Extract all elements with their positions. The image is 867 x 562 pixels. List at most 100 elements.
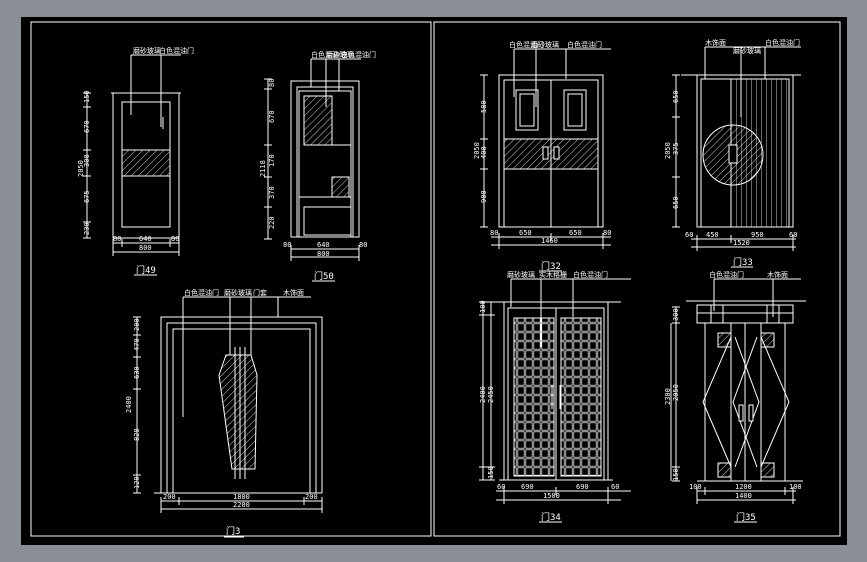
door-35-height-2: 2050 (672, 384, 680, 401)
door-33-width-3: 950 (751, 231, 764, 239)
door-32-width-3: 650 (569, 229, 582, 237)
door-35-elevation (670, 278, 806, 504)
door-34-height-1: 100 (479, 300, 487, 313)
door-35-callout-1: 白色混油门 (709, 270, 744, 279)
door-34-width-1: 60 (497, 483, 505, 491)
door-49-width-total: 800 (139, 244, 152, 252)
door-49-width-3: 80 (171, 235, 179, 243)
door-34-callout-3: 白色混油门 (573, 270, 608, 279)
door-33-caption: 门33 (733, 256, 753, 268)
door-33-width-total: 1520 (733, 239, 750, 247)
door-49-width-2: 640 (139, 235, 152, 243)
door-49-height-1: 150 (83, 90, 91, 103)
door-3-callout-1: 白色混油门 (184, 288, 219, 297)
door-50-height-total: 2118 (259, 160, 267, 177)
door-3-height-2: 470 (133, 338, 141, 351)
door-33-callout-1: 木饰面 (705, 38, 726, 47)
door-34-height-4: 150 (487, 466, 495, 479)
door-3-callout-4: 木饰面 (283, 288, 304, 297)
door-49-height-total: 2050 (77, 160, 85, 177)
door-50-height-2: 670 (268, 110, 276, 123)
door-35-height-3: 2300 (664, 388, 672, 405)
door-32-caption: 门32 (541, 260, 561, 272)
door-3-height-3: 630 (133, 366, 141, 379)
door-49-width-1: 80 (113, 235, 121, 243)
door-3-elevation (133, 296, 323, 513)
door-3-width-3: 200 (305, 493, 318, 501)
door-50-height-3: 170 (268, 154, 276, 167)
door-33-height-3: 650 (672, 196, 680, 209)
door-50-height-5: 220 (268, 216, 276, 229)
door-35-width-total: 1400 (735, 492, 752, 500)
door-50-elevation (264, 58, 361, 261)
door-34-callout-1: 磨砂玻璃 (507, 270, 535, 279)
door-33-width-4: 60 (789, 231, 797, 239)
cad-canvas[interactable]: 磨砂玻璃 白色混油门 150 670 300 675 230 2050 80 6… (21, 17, 847, 545)
door-34-caption: 门34 (541, 511, 561, 523)
door-32-elevation (480, 48, 611, 249)
door-32-width-total: 1460 (541, 237, 558, 245)
door-49-height-3: 300 (83, 154, 91, 167)
door-35-height-4: 150 (672, 468, 680, 481)
door-35-height-1: 300 (672, 308, 680, 321)
door-35-width-2: 1200 (735, 483, 752, 491)
door-32-height-total: 2050 (473, 142, 481, 159)
door-35-width-3: 100 (789, 483, 802, 491)
door-32-width-1: 80 (490, 229, 498, 237)
door-50-caption: 门50 (314, 270, 334, 282)
door-34-width-2: 690 (521, 483, 534, 491)
left-panel-border (30, 21, 432, 537)
door-50-width-3: 80 (359, 241, 367, 249)
door-50-height-4: 370 (268, 186, 276, 199)
door-49-callout-paint: 白色混油门 (159, 46, 194, 55)
right-panel-border (433, 21, 841, 537)
door-50-callout-2: 磨砂玻璃 (326, 50, 354, 59)
door-50-callout-1: 白色混油门 (311, 50, 346, 59)
door-32-height-1: 580 (480, 100, 488, 113)
door-33-height-1: 650 (672, 90, 680, 103)
door-35-callout-2: 木饰面 (767, 270, 788, 279)
door-49-height-5: 230 (83, 222, 91, 235)
door-33-height-2: 375 (672, 142, 680, 155)
door-3-height-total: 2400 (125, 396, 133, 413)
door-34-width-3: 690 (576, 483, 589, 491)
door-32-callout-1: 白色混油门 (509, 40, 544, 49)
door-50-width-2: 640 (317, 241, 330, 249)
door-49-caption: 门49 (136, 264, 156, 276)
door-49-elevation (83, 54, 181, 256)
door-3-height-4: 828 (133, 428, 141, 441)
door-34-height-2: 2400 (479, 386, 487, 403)
door-3-height-5: 120 (133, 476, 141, 489)
door-49-height-2: 670 (83, 120, 91, 133)
door-32-callout-2: 磨砂玻璃 (531, 40, 559, 49)
cad-drawing-area[interactable]: 磨砂玻璃 白色混油门 150 670 300 675 230 2050 80 6… (21, 17, 847, 545)
door-50-height-1: 80 (268, 79, 276, 87)
door-3-callout-3: 门套 (253, 288, 267, 297)
door-32-height-3: 900 (480, 190, 488, 203)
door-34-width-4: 60 (611, 483, 619, 491)
door-3-height-1: 200 (133, 318, 141, 331)
door-50-callout-3: 白色混油门 (341, 50, 376, 59)
door-3-width-total: 2200 (233, 501, 250, 509)
door-32-width-4: 80 (603, 229, 611, 237)
door-3-width-1: 200 (163, 493, 176, 501)
door-34-height-3: 2450 (487, 386, 495, 403)
door-34-elevation (479, 278, 631, 504)
door-33-callout-2: 磨砂玻璃 (733, 46, 761, 55)
door-50-width-1: 80 (283, 241, 291, 249)
door-3-width-2: 1800 (233, 493, 250, 501)
door-49-height-4: 675 (83, 190, 91, 203)
door-33-width-2: 450 (706, 231, 719, 239)
door-34-width-total: 1500 (543, 492, 560, 500)
door-34-callout-2: 实木格栅 (539, 270, 567, 279)
door-49-callout-glass: 磨砂玻璃 (133, 46, 161, 55)
door-33-width-1: 60 (685, 231, 693, 239)
door-32-width-2: 650 (519, 229, 532, 237)
door-50-width-total: 800 (317, 250, 330, 258)
door-3-callout-2: 磨砂玻璃 (224, 288, 252, 297)
door-35-caption: 门35 (736, 511, 756, 523)
door-33-height-total: 2050 (664, 142, 672, 159)
door-33-elevation (672, 46, 801, 251)
door-32-callout-3: 白色混油门 (567, 40, 602, 49)
door-32-height-2: 400 (480, 146, 488, 159)
